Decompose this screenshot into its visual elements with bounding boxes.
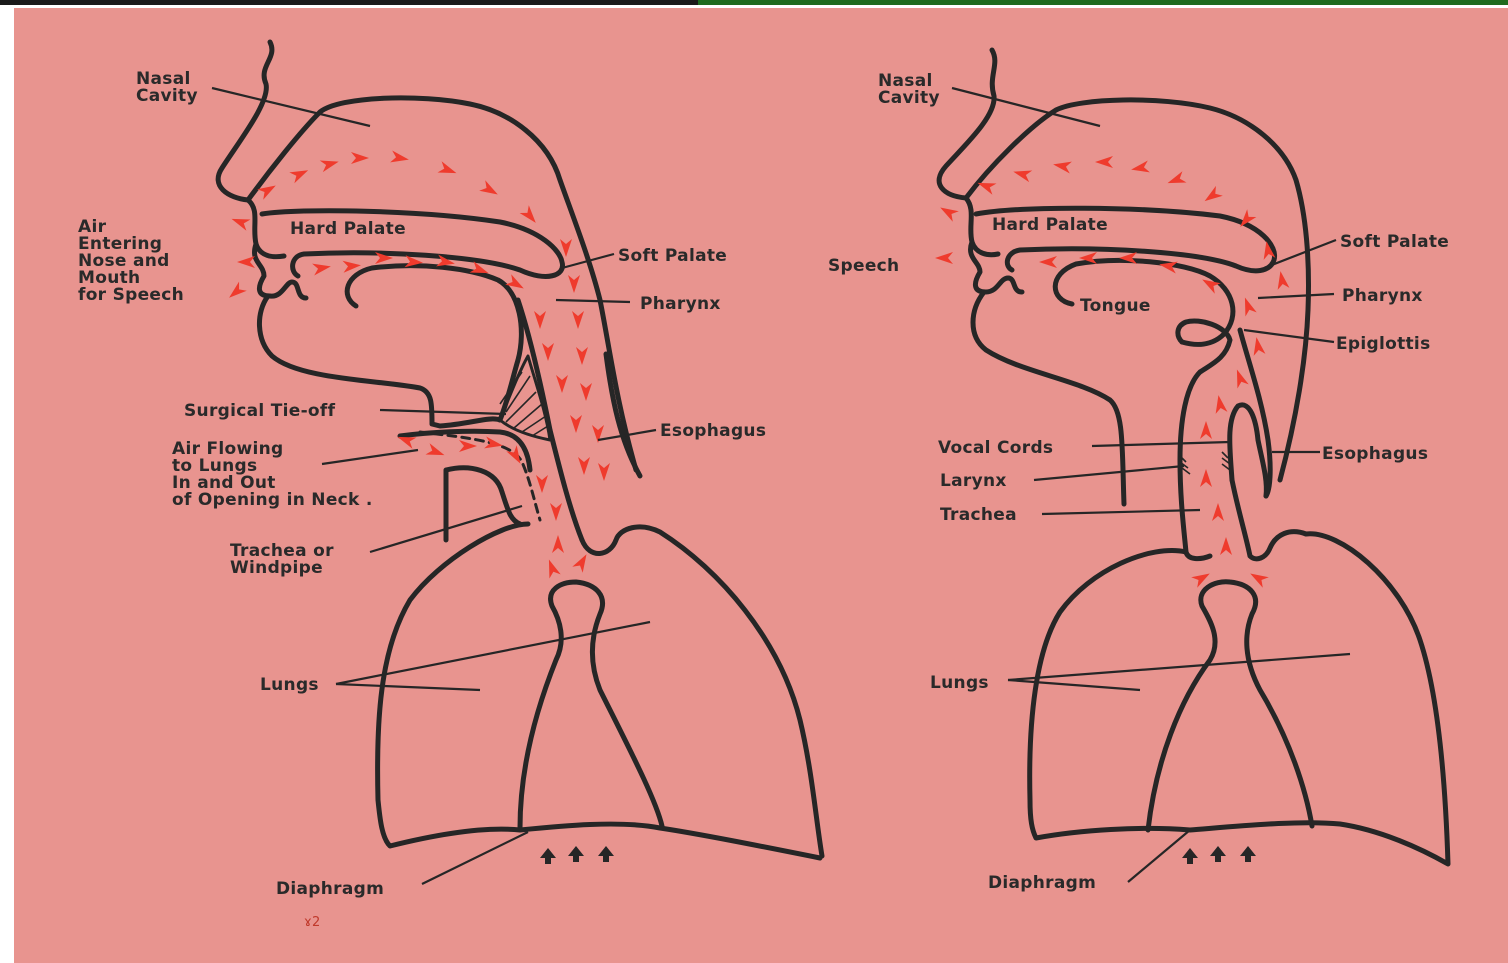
airflow-arrow: [552, 535, 564, 553]
airflow-arrow: [568, 275, 580, 293]
label-trachea: Trachea: [940, 505, 1017, 525]
airflow-arrow: [937, 202, 959, 221]
airflow-arrow: [1247, 568, 1269, 587]
right-labels: Nasal Cavity Hard Palate Speech Soft Pal…: [828, 71, 1449, 893]
label-trachea-line2: Windpipe: [230, 558, 323, 578]
airflow-arrow: [1130, 161, 1150, 176]
airflow-arrow: [1200, 469, 1212, 487]
label-soft-palate: Soft Palate: [1340, 232, 1449, 252]
up-arrow-icon: [1210, 846, 1226, 862]
airflow-arrow: [1231, 367, 1248, 388]
left-diaphragm-up-arrows: [540, 846, 614, 864]
right-epiglottis-outline: [1178, 321, 1230, 559]
airflow-arrow: [289, 165, 310, 183]
label-lungs: Lungs: [260, 675, 319, 695]
left-head-outline: [218, 42, 284, 257]
airflow-arrow: [437, 161, 458, 178]
airflow-arrow: [935, 252, 953, 264]
airflow-arrow: [1251, 336, 1266, 356]
airflow-arrow: [225, 282, 247, 303]
airflow-arrow: [556, 375, 568, 393]
label-hard-palate: Hard Palate: [290, 219, 406, 239]
label-pharynx: Pharynx: [1342, 286, 1423, 306]
airflow-arrow: [536, 475, 548, 493]
airflow-arrow: [572, 311, 584, 329]
airflow-arrow: [576, 347, 588, 365]
right-esophagus-tube: [1230, 405, 1267, 496]
right-vocal-cords-hatch: [1180, 452, 1230, 474]
label-surgical-tie-off: Surgical Tie-off: [184, 401, 336, 421]
airflow-arrow: [1200, 421, 1212, 439]
up-arrow-icon: [598, 846, 614, 862]
left-leader-lines: [212, 88, 656, 884]
airflow-arrow: [1165, 171, 1186, 188]
airflow-arrow: [320, 156, 340, 172]
airflow-arrow: [1213, 394, 1228, 414]
label-pharynx: Pharynx: [640, 294, 721, 314]
airflow-arrow: [1220, 537, 1232, 555]
left-labels: Nasal Cavity Hard Palate Air Entering No…: [78, 69, 766, 930]
right-diagram-normal: Nasal Cavity Hard Palate Speech Soft Pal…: [828, 50, 1449, 893]
left-esophagus-lower: [582, 527, 822, 856]
airflow-arrow: [237, 256, 255, 268]
airflow-arrow: [1095, 156, 1113, 168]
right-head-outline: [939, 50, 998, 255]
airflow-arrow: [598, 463, 610, 481]
label-lungs: Lungs: [930, 673, 989, 693]
stray-mark: ɤ2: [304, 915, 321, 930]
airflow-arrow: [425, 443, 446, 460]
airflow-arrow: [1012, 166, 1032, 182]
left-tongue-outline: [347, 266, 521, 420]
airflow-arrow: [1239, 295, 1256, 316]
airflow-arrow: [1052, 159, 1072, 174]
label-nasal-line2: Cavity: [136, 86, 198, 106]
label-air-flowing-line4: of Opening in Neck .: [172, 490, 373, 510]
airflow-arrow: [520, 205, 541, 227]
airflow-arrow: [390, 151, 410, 166]
airflow-arrow: [1039, 256, 1057, 268]
airflow-arrow: [351, 152, 369, 164]
label-vocal-cords: Vocal Cords: [938, 438, 1053, 458]
airflow-arrow: [1201, 186, 1223, 206]
label-speech: Speech: [828, 256, 899, 276]
label-hard-palate: Hard Palate: [992, 215, 1108, 235]
up-arrow-icon: [540, 848, 556, 864]
airflow-arrow: [312, 261, 332, 276]
airflow-arrow: [578, 457, 590, 475]
airflow-arrow: [1212, 503, 1224, 521]
label-diaphragm: Diaphragm: [276, 879, 384, 899]
airflow-arrow: [580, 383, 592, 401]
airflow-arrow: [570, 415, 582, 433]
up-arrow-icon: [568, 846, 584, 862]
label-nasal-line2: Cavity: [878, 88, 940, 108]
label-esophagus: Esophagus: [1322, 444, 1428, 464]
airflow-arrow: [479, 180, 501, 199]
airflow-arrow: [229, 213, 250, 230]
airflow-arrow: [459, 440, 477, 452]
left-diagram-laryngectomy: Nasal Cavity Hard Palate Air Entering No…: [78, 42, 822, 930]
airflow-arrow: [534, 311, 546, 329]
airflow-arrow: [1275, 270, 1290, 290]
label-esophagus: Esophagus: [660, 421, 766, 441]
airflow-arrow: [572, 551, 591, 573]
label-epiglottis: Epiglottis: [1336, 334, 1430, 354]
label-diaphragm: Diaphragm: [988, 873, 1096, 893]
left-mediastinum-outline: [520, 582, 662, 828]
right-leader-lines: [952, 88, 1350, 882]
up-arrow-icon: [1182, 848, 1198, 864]
airflow-arrow: [484, 437, 504, 452]
label-soft-palate: Soft Palate: [618, 246, 727, 266]
label-air-entering-line5: for Speech: [78, 285, 184, 305]
airflow-arrow: [550, 503, 562, 521]
label-tongue: Tongue: [1080, 296, 1151, 316]
right-diaphragm-up-arrows: [1182, 846, 1256, 864]
up-arrow-icon: [1240, 846, 1256, 862]
right-mediastinum-outline: [1148, 582, 1312, 830]
label-larynx: Larynx: [940, 471, 1007, 491]
airflow-arrow: [542, 343, 554, 361]
airflow-arrow: [543, 557, 560, 578]
